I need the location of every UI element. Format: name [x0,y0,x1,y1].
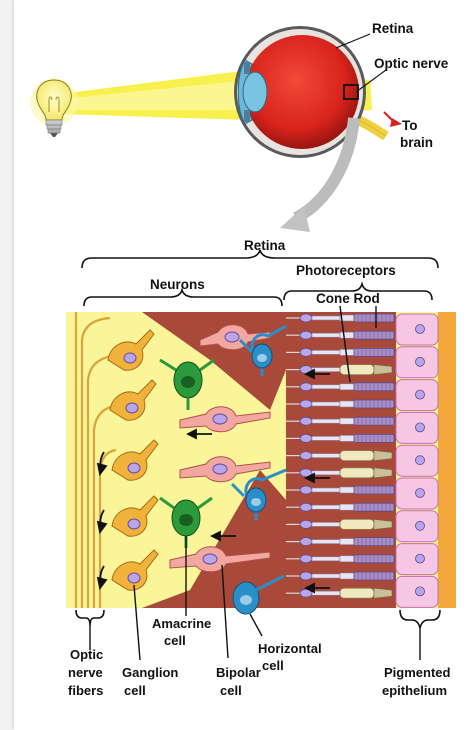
label-bipolar-2: cell [220,683,242,698]
rod-cell [286,572,394,580]
pigmented-epithelium [396,314,438,607]
rod-cell [286,486,394,494]
rod-cell [286,314,394,322]
eye-illustration [234,26,386,158]
label-optic-fibers-1: Optic [70,647,103,662]
neurons-brace [84,290,282,306]
label-retina-eye: Retina [372,21,414,36]
label-ganglion-1: Ganglion [122,665,178,680]
rod-cell [286,503,394,511]
label-to-brain-2: brain [400,135,433,150]
epithelium-brace [400,610,440,628]
epithelium-cell [396,314,438,345]
label-optic-fibers-3: fibers [68,683,103,698]
epithelium-cell [396,347,438,378]
label-photoreceptors: Photoreceptors [296,263,396,278]
epithelium-cell [396,576,438,607]
epithelium-cell [396,478,438,509]
epithelium-cell [396,412,438,443]
label-horizontal-1: Horizontal [258,641,322,656]
epithelium-cell [396,380,438,411]
to-brain-arrow-icon [390,118,402,127]
epithelium-cell [396,445,438,476]
label-bipolar-1: Bipolar [216,665,261,680]
rod-cell [286,417,394,425]
label-pigmented-1: Pigmented [384,665,451,680]
label-pigmented-2: epithelium [382,683,447,698]
label-amacrine-2: cell [164,633,186,648]
rod-cell [286,383,394,391]
label-to-brain-1: To [402,118,418,133]
rod-cell [286,348,394,356]
label-retina-section: Retina [244,238,286,253]
rod-cell [286,331,394,339]
label-optic-nerve: Optic nerve [374,56,449,71]
rod-cell [286,400,394,408]
label-ganglion-2: cell [124,683,146,698]
rod-cell [286,538,394,546]
label-horizontal-2: cell [262,658,284,673]
rod-cell [286,555,394,563]
rod-cell [286,434,394,442]
label-cone-rod: Cone Rod [316,291,380,306]
epithelium-cell [396,544,438,575]
epithelium-cell [396,511,438,542]
label-neurons: Neurons [150,277,205,292]
label-optic-fibers-2: nerve [68,665,103,680]
optic-fibers-brace [76,610,104,626]
label-amacrine-1: Amacrine [152,616,211,631]
light-bulb-icon [30,78,78,137]
